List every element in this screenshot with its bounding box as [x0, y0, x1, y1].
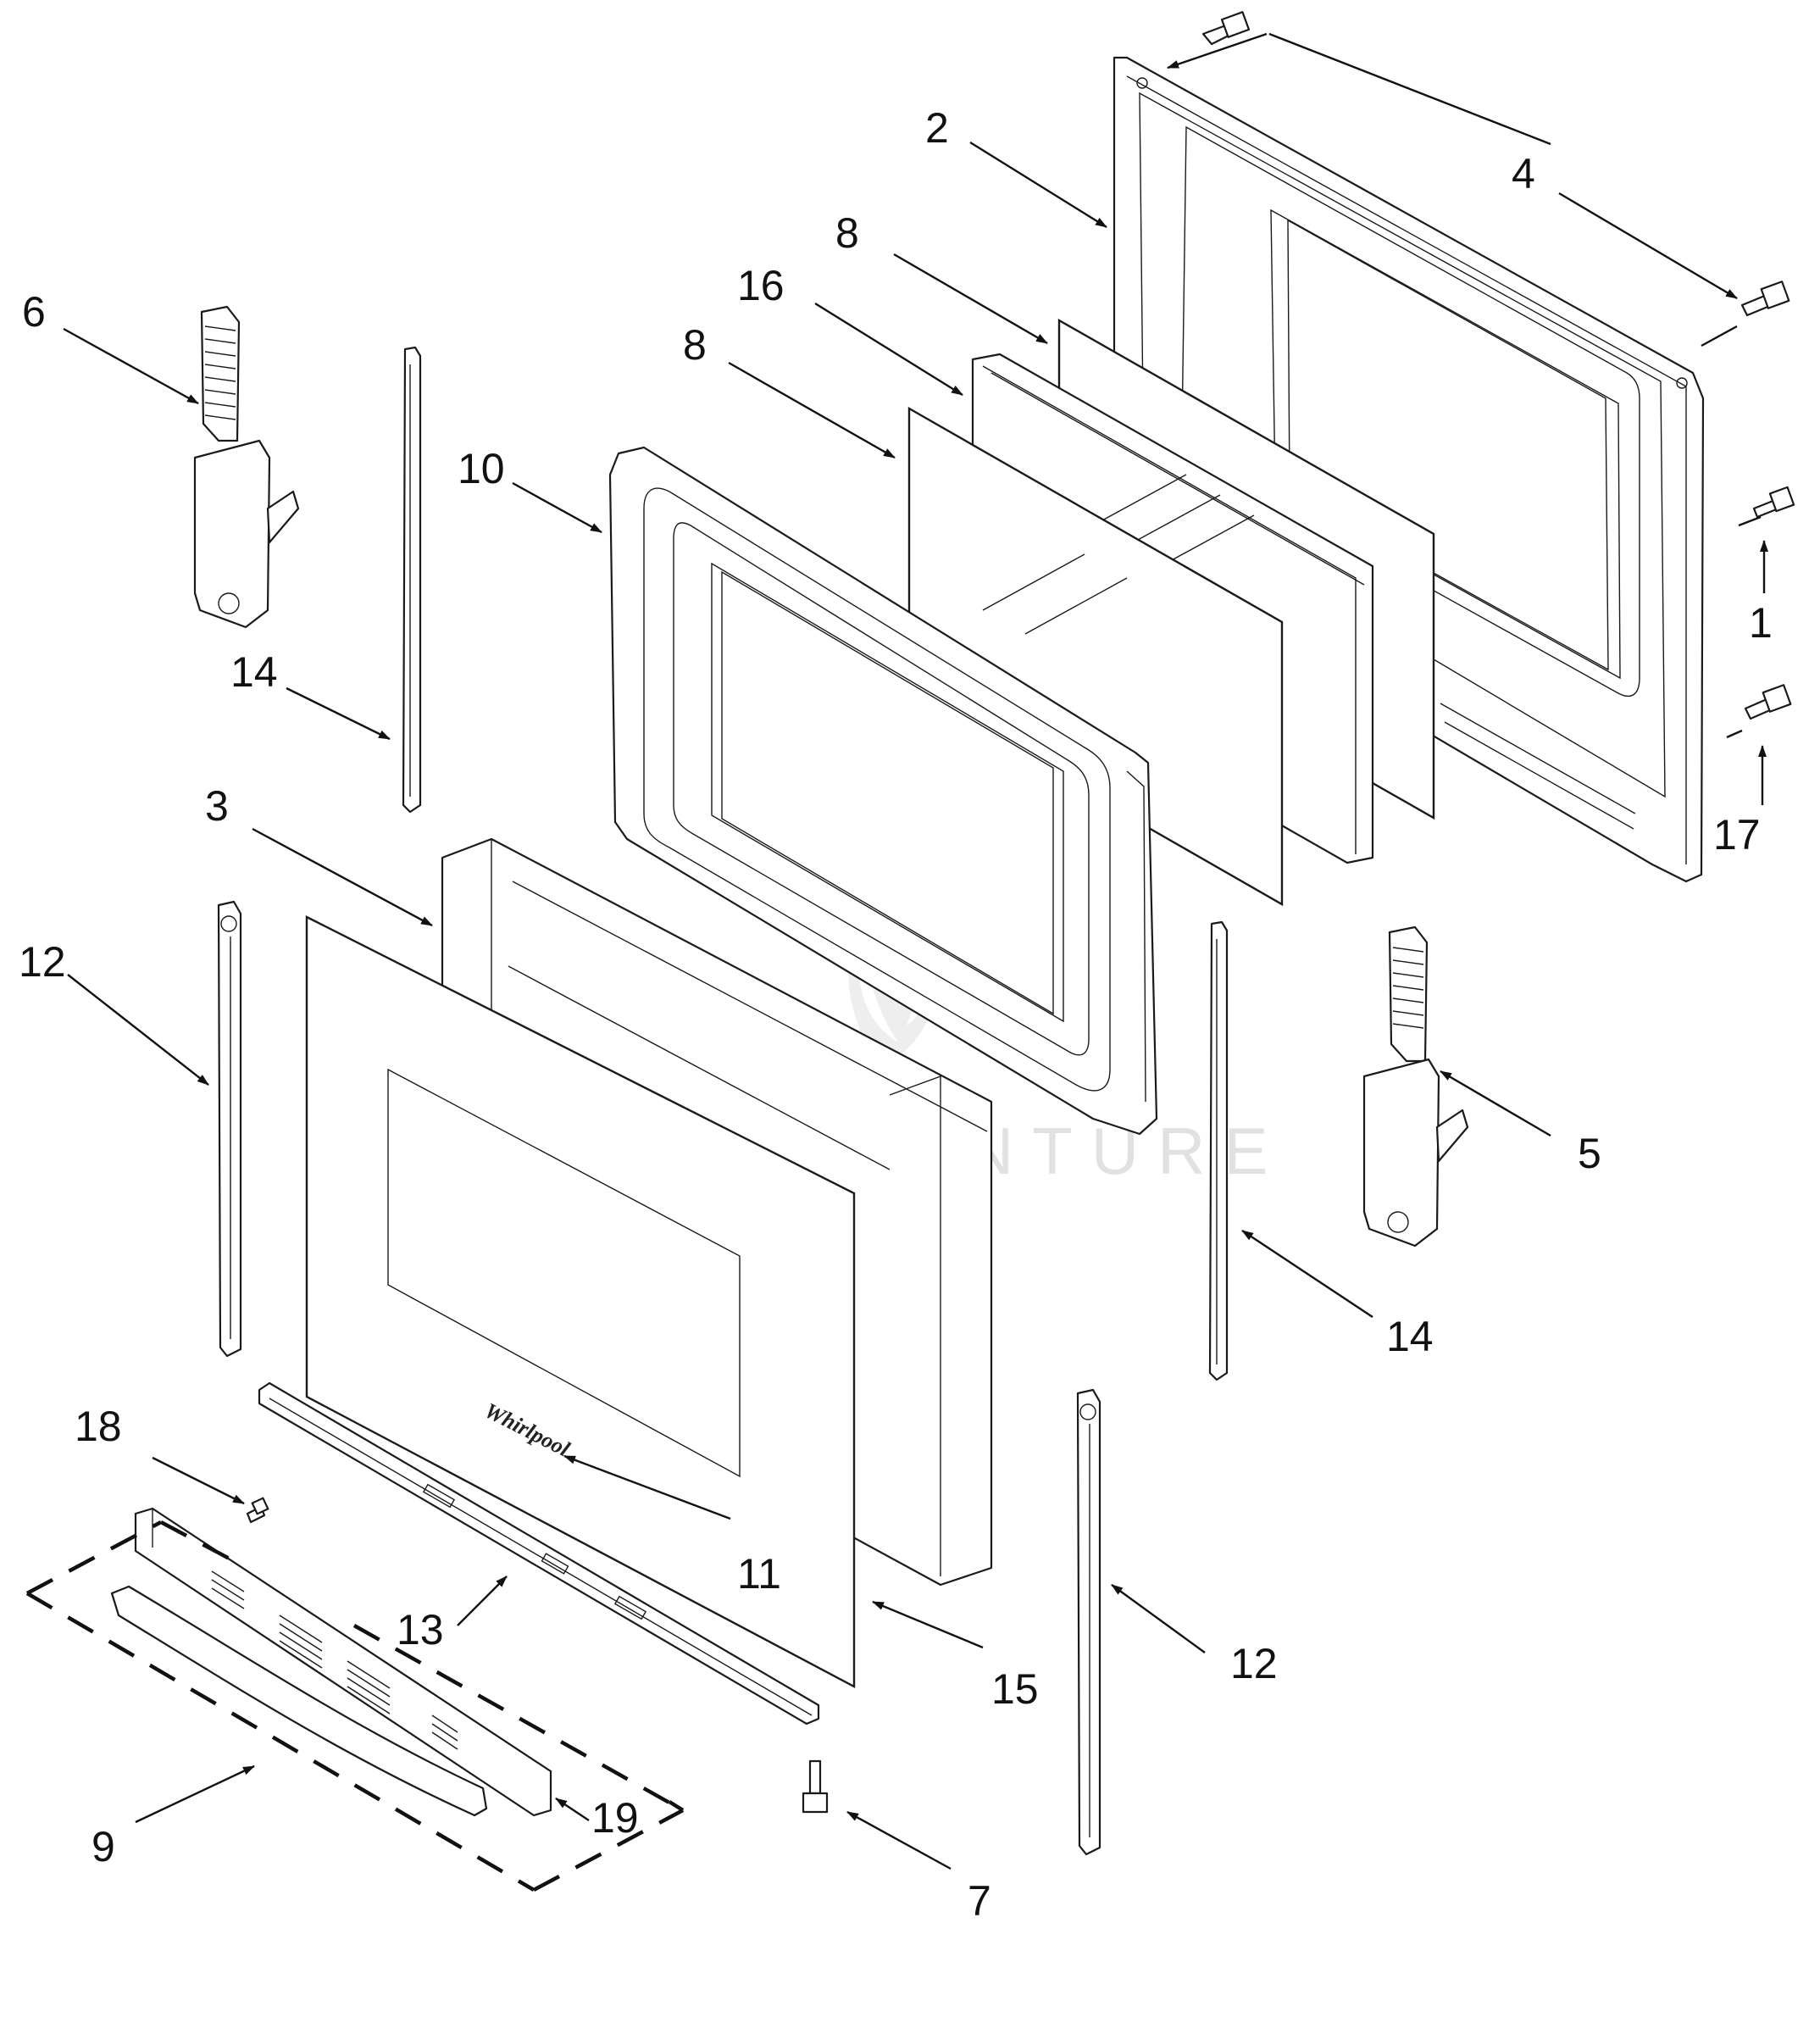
callout-13: 13 — [397, 1606, 444, 1653]
leader-10 — [512, 481, 602, 534]
handle-assembly-dashed-outline — [25, 1520, 685, 1892]
leader-9 — [135, 1764, 255, 1824]
leader-7 — [846, 1810, 952, 1870]
callout-4: 4 — [1512, 150, 1535, 197]
leader-2 — [969, 141, 1107, 229]
callout-9: 9 — [92, 1823, 115, 1870]
callout-14-right: 14 — [1386, 1313, 1434, 1360]
leader-5 — [1440, 1070, 1551, 1137]
leader-8-bottom — [728, 361, 896, 459]
vent-trim-19 — [134, 1507, 552, 1817]
leader-12-left — [67, 974, 209, 1086]
callout-11: 11 — [737, 1550, 781, 1598]
leader-8-top — [893, 253, 1048, 345]
leader-lines — [63, 32, 1768, 1870]
leader-3 — [252, 827, 433, 927]
leader-12-right — [1111, 1584, 1206, 1653]
callout-19: 19 — [591, 1794, 639, 1842]
inner-glass-panel-8 — [907, 406, 1284, 907]
screw-7 — [802, 1759, 829, 1814]
leader-15 — [872, 1600, 984, 1649]
bottom-trim-13 — [258, 1381, 820, 1726]
leader-4a — [1167, 32, 1268, 69]
leader-11 — [563, 1454, 731, 1520]
callout-2: 2 — [925, 104, 949, 152]
leader-6-dup-hidden — [69, 542, 208, 619]
leader-1-tick — [1738, 515, 1762, 527]
leader-4b — [1268, 32, 1551, 146]
callout-18: 18 — [75, 1403, 122, 1450]
screw-18 — [246, 1497, 269, 1524]
leader-16 — [814, 302, 963, 397]
callout-12-right: 12 — [1230, 1640, 1278, 1687]
callout-3: 3 — [205, 782, 229, 830]
leader-17-tick — [1726, 729, 1743, 739]
callout-8-top: 8 — [835, 209, 859, 257]
side-channel-12-left — [217, 900, 242, 1358]
side-trim-14-right — [1208, 920, 1229, 1381]
screw-17 — [1744, 684, 1792, 720]
hinge-6 — [193, 305, 300, 629]
leader-4d — [1701, 325, 1738, 347]
side-channel-12-right — [1076, 1388, 1101, 1856]
callout-8-bottom: 8 — [683, 321, 707, 369]
leader-14-right — [1241, 1229, 1373, 1319]
leader-6 — [63, 327, 199, 405]
door-handle-9 — [110, 1585, 488, 1817]
leader-4c — [1558, 192, 1738, 300]
callout-12-left: 12 — [19, 938, 66, 986]
side-trim-14-left — [402, 346, 422, 814]
callout-7: 7 — [968, 1877, 991, 1925]
screw-4-top — [1201, 11, 1251, 46]
callout-14-left: 14 — [230, 648, 278, 696]
leader-18 — [152, 1456, 245, 1505]
callout-17: 17 — [1713, 811, 1761, 859]
hinge-5 — [1362, 925, 1469, 1248]
callout-15: 15 — [991, 1665, 1039, 1713]
leader-13 — [457, 1576, 508, 1626]
callout-6: 6 — [22, 288, 46, 336]
leader-19 — [555, 1798, 590, 1821]
callout-labels: 2 4 8 16 8 6 10 1 14 3 17 12 5 14 18 11 … — [19, 104, 1773, 1925]
outer-door-glass-15: Whirlpool — [305, 915, 856, 1688]
callout-16: 16 — [737, 262, 785, 309]
door-liner-10 — [608, 446, 1158, 1136]
screw-4-right — [1740, 281, 1790, 317]
callout-10: 10 — [458, 445, 505, 492]
leader-14-left — [286, 686, 391, 741]
callout-5: 5 — [1578, 1130, 1601, 1177]
callout-1: 1 — [1749, 599, 1773, 647]
screw-1 — [1752, 486, 1795, 519]
